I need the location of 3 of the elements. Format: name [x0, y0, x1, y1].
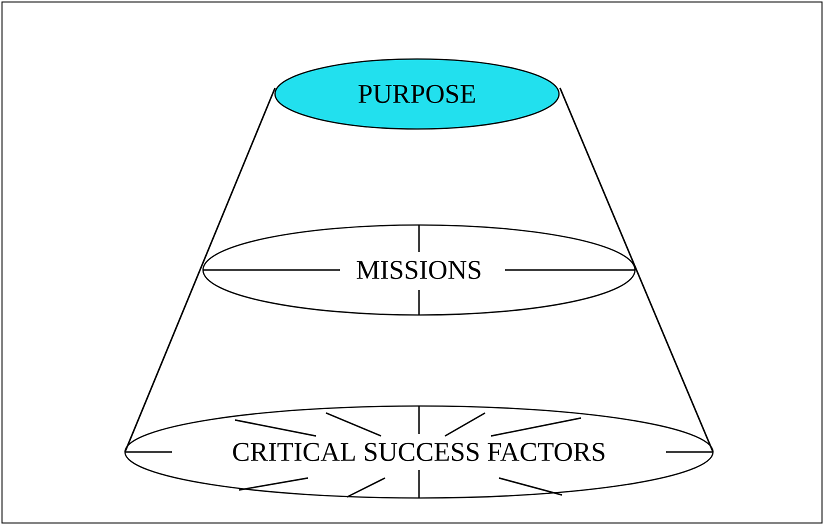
ellipse-section: PURPOSE [274, 58, 560, 130]
ellipse-section: CRITICAL SUCCESS FACTORS [124, 405, 714, 499]
ellipse-section: MISSIONS [202, 224, 636, 316]
